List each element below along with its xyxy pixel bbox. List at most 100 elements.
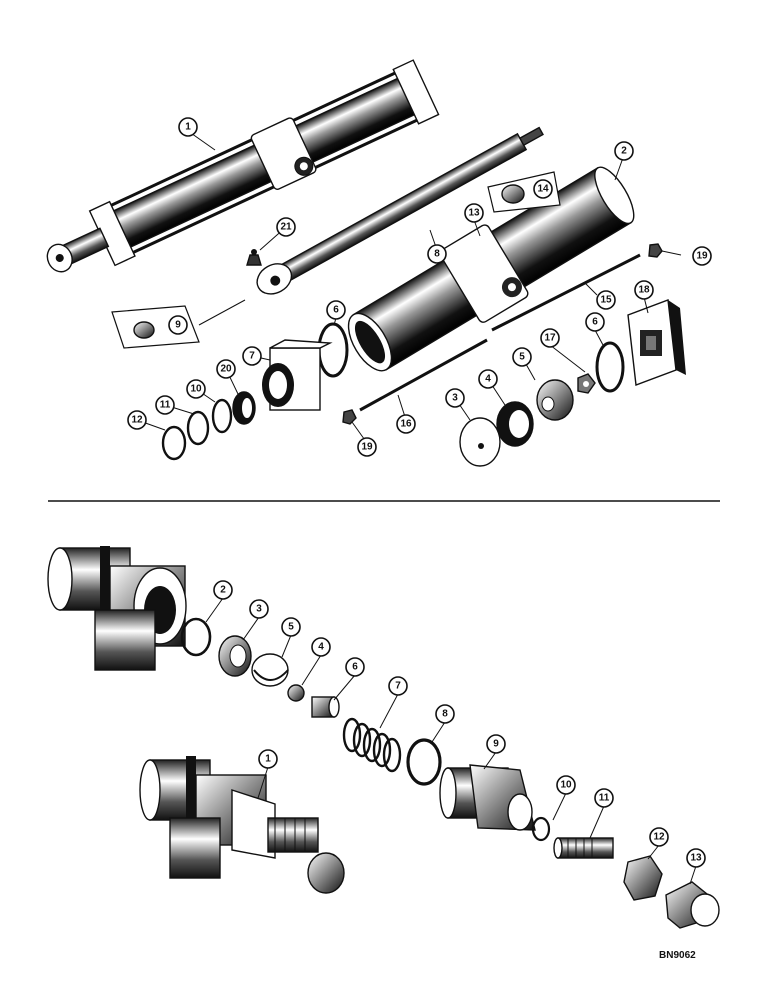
lower-callout: 13: [686, 848, 706, 868]
lower-callout: 5: [281, 617, 301, 637]
upper-callout: 12: [127, 410, 147, 430]
upper-callout: 15: [596, 290, 616, 310]
svg-text:5: 5: [519, 352, 525, 363]
upper-callouts: 1 2 3 4 5 6 6 7 8 9 10 11 12 13 14 15 16…: [127, 117, 712, 457]
svg-text:12: 12: [653, 832, 665, 843]
svg-text:10: 10: [560, 780, 572, 791]
assembled-fitting: [139, 756, 345, 894]
o-ring-6-right: [595, 341, 625, 393]
upper-callout: 4: [478, 369, 498, 389]
nut-12: [623, 855, 663, 901]
lower-callout: 6: [345, 657, 365, 677]
o-ring-8: [406, 738, 442, 786]
o-ring-10: [531, 816, 551, 842]
svg-text:2: 2: [621, 146, 627, 157]
svg-text:14: 14: [537, 184, 549, 195]
svg-text:18: 18: [638, 285, 650, 296]
o-ring-6-left: [317, 322, 349, 378]
lower-callout: 7: [388, 676, 408, 696]
upper-callout: 8: [427, 244, 447, 264]
svg-text:4: 4: [485, 374, 491, 385]
svg-text:1: 1: [265, 754, 271, 765]
seal-20: [232, 391, 256, 425]
svg-text:3: 3: [452, 393, 458, 404]
ball-4: [287, 684, 305, 702]
lower-assembly: [47, 546, 720, 929]
svg-text:1: 1: [185, 122, 191, 133]
svg-text:6: 6: [352, 662, 358, 673]
piston-ring-4: [496, 401, 534, 447]
tee-body: [47, 546, 187, 671]
svg-text:8: 8: [442, 709, 448, 720]
upper-callout: 6: [585, 312, 605, 332]
lower-callouts: 1 2 3 4 5 6 7 8 9 10 11 12 13: [213, 580, 706, 868]
lower-callout: 1: [258, 749, 278, 769]
ring-10: [211, 398, 233, 434]
upper-callout: 19: [357, 437, 377, 457]
lower-callout: 8: [435, 704, 455, 724]
lower-callout: 12: [649, 827, 669, 847]
upper-callout: 9: [168, 315, 188, 335]
svg-text:6: 6: [333, 305, 339, 316]
piston-3: [459, 417, 501, 467]
svg-text:13: 13: [690, 853, 702, 864]
lower-callout: 2: [213, 580, 233, 600]
svg-text:19: 19: [696, 251, 708, 262]
upper-callout: 11: [155, 395, 175, 415]
piston-5: [536, 379, 574, 421]
upper-callout: 20: [216, 359, 236, 379]
svg-text:7: 7: [249, 351, 255, 362]
upper-callout: 17: [540, 328, 560, 348]
upper-callout: 16: [396, 414, 416, 434]
svg-text:17: 17: [544, 333, 556, 344]
gland-7: [262, 339, 333, 411]
grease-fitting: [246, 249, 262, 266]
upper-callout: 7: [242, 346, 262, 366]
lower-callout: 11: [594, 788, 614, 808]
stud-11: [553, 837, 614, 859]
svg-text:8: 8: [434, 249, 440, 260]
ball-seat-6: [311, 696, 340, 718]
lower-callout: 4: [311, 637, 331, 657]
svg-text:7: 7: [395, 681, 401, 692]
tie-rod-nut-upper: [648, 243, 663, 258]
svg-text:12: 12: [131, 415, 143, 426]
svg-text:20: 20: [220, 364, 232, 375]
end-cap: [627, 299, 686, 386]
svg-text:3: 3: [256, 604, 262, 615]
upper-callout: 5: [512, 347, 532, 367]
lower-callout: 3: [249, 599, 269, 619]
ring-11: [186, 410, 210, 446]
drawing-code: BN9062: [659, 950, 696, 961]
svg-text:11: 11: [599, 793, 610, 804]
lower-callout: 9: [486, 734, 506, 754]
svg-text:13: 13: [468, 208, 480, 219]
svg-text:11: 11: [160, 400, 171, 411]
upper-callout: 1: [178, 117, 198, 137]
upper-callout: 14: [533, 179, 553, 199]
svg-text:15: 15: [600, 295, 612, 306]
upper-callout: 19: [692, 246, 712, 266]
lower-leaders: [205, 597, 697, 885]
upper-callout: 13: [464, 203, 484, 223]
o-ring-2: [180, 617, 212, 657]
tie-rod-lower: [359, 338, 488, 412]
piston-rod: [256, 126, 544, 295]
svg-text:16: 16: [400, 419, 412, 430]
svg-text:19: 19: [361, 442, 373, 453]
upper-assembly: [46, 59, 686, 467]
spring-7: [342, 717, 402, 773]
svg-text:4: 4: [318, 642, 324, 653]
lower-callout: 10: [556, 775, 576, 795]
svg-text:6: 6: [592, 317, 598, 328]
svg-text:2: 2: [220, 585, 226, 596]
upper-callout: 6: [326, 300, 346, 320]
svg-text:9: 9: [493, 739, 499, 750]
upper-callout: 2: [614, 141, 634, 161]
svg-text:5: 5: [288, 622, 294, 633]
upper-callout: 3: [445, 388, 465, 408]
assembled-cylinder: [46, 59, 440, 273]
upper-callout: 10: [186, 379, 206, 399]
ring-5: [251, 653, 289, 687]
